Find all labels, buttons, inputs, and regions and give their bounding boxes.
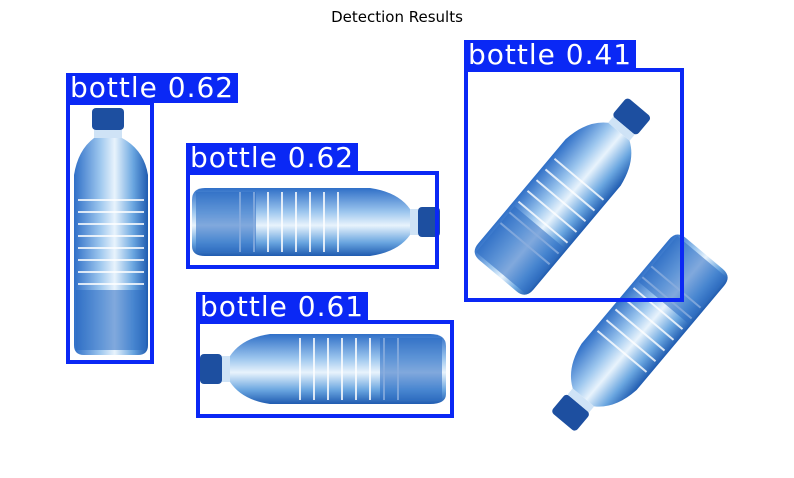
- bottle-diagonal-cap-upper-right: [474, 98, 651, 295]
- detection-label: bottle 0.41: [464, 40, 637, 70]
- figure-title: Detection Results: [331, 8, 463, 26]
- detection-box: [464, 68, 684, 302]
- bottle-vertical: [74, 108, 148, 355]
- bottle-horizontal-cap-left: [200, 334, 446, 404]
- bottle-horizontal-cap-right: [192, 188, 440, 256]
- detection-box: [186, 171, 439, 269]
- bottles-photo: [74, 98, 728, 431]
- detection-label: bottle 0.62: [66, 73, 239, 103]
- detection-box: [196, 320, 454, 418]
- detection-label: bottle 0.61: [196, 292, 369, 322]
- detection-box: [66, 101, 154, 364]
- detection-label: bottle 0.62: [186, 143, 359, 173]
